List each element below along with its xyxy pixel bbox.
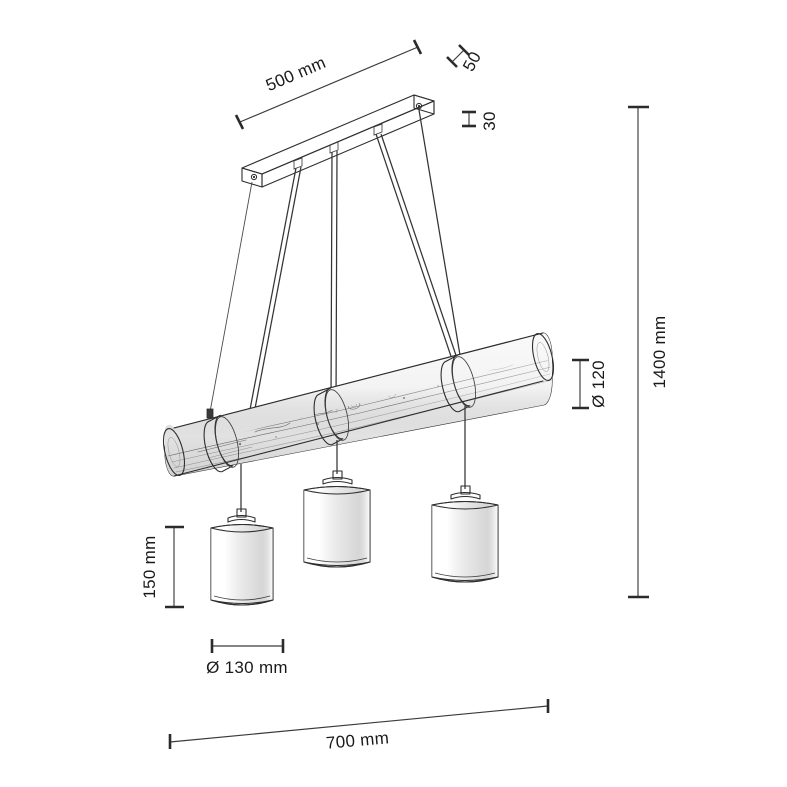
band-ring-left bbox=[203, 414, 239, 473]
label-total-height: 1400 mm bbox=[650, 316, 669, 389]
dimension-shade-height bbox=[165, 525, 184, 609]
label-canopy-height: 30 bbox=[480, 111, 499, 131]
pendant-shade-left bbox=[210, 464, 274, 606]
pendant-shade-center bbox=[303, 440, 371, 568]
dimension-canopy-height bbox=[462, 110, 476, 128]
dimension-canopy-width bbox=[446, 44, 470, 68]
label-shade-height: 150 mm bbox=[140, 535, 159, 598]
label-beam-diameter: Ø 120 bbox=[589, 360, 608, 408]
pendant-shade-right bbox=[431, 406, 499, 583]
dimension-canopy-length bbox=[234, 39, 423, 130]
dimension-overall-width bbox=[168, 699, 550, 749]
band-ring-center bbox=[313, 387, 349, 446]
metal-band-rings bbox=[203, 354, 476, 473]
band-ring-right bbox=[440, 354, 476, 413]
dimension-shade-diameter bbox=[210, 639, 285, 653]
label-overall-width: 700 mm bbox=[325, 728, 390, 752]
ceiling-mount-plate bbox=[241, 94, 435, 188]
wooden-log-beam bbox=[162, 332, 555, 477]
label-shade-diameter: Ø 130 mm bbox=[206, 658, 288, 677]
dimension-total-height bbox=[628, 105, 649, 599]
label-canopy-width: 50 bbox=[459, 48, 485, 74]
dimension-beam-diameter bbox=[572, 358, 589, 410]
